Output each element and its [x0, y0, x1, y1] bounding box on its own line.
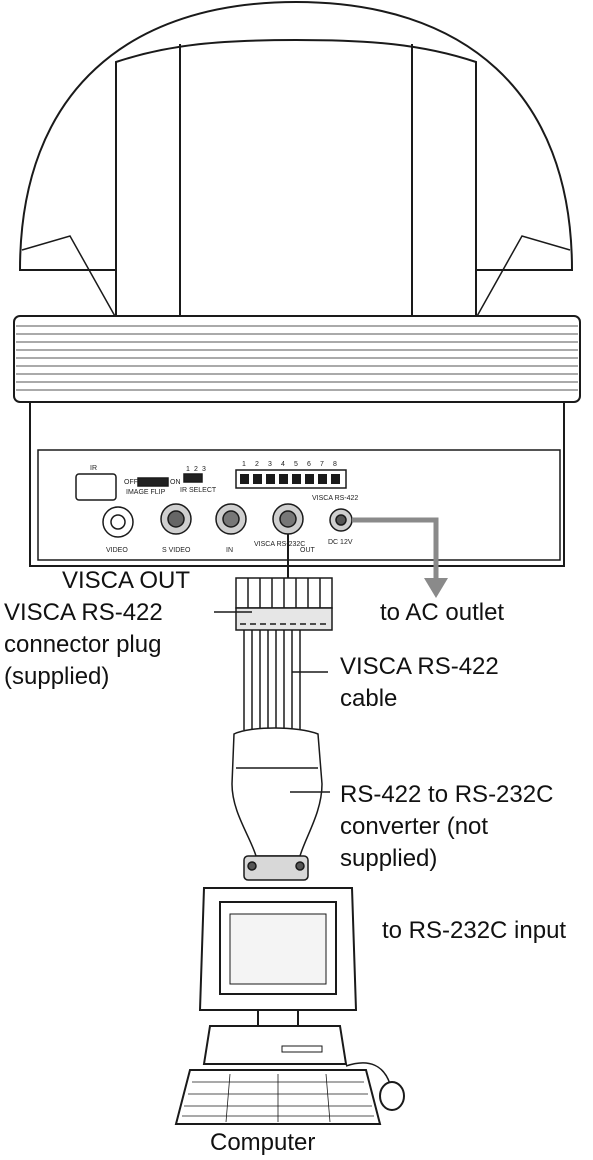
label-cable-2: cable [340, 684, 397, 713]
label-ir-select-2: 2 [194, 466, 198, 473]
dip-number-6: 6 [307, 461, 311, 468]
label-to-ac-outlet: to AC outlet [380, 598, 504, 627]
label-out: OUT [300, 547, 316, 554]
camera-base-ring [14, 316, 580, 402]
label-in: IN [226, 547, 233, 554]
label-to-rs232c-input: to RS-232C input [382, 916, 566, 945]
label-visca-rs422: VISCA RS-422 [312, 495, 358, 502]
ir-receiver-window [76, 474, 116, 500]
label-s-video: S VIDEO [162, 547, 191, 554]
label-ir-select: IR SELECT [180, 487, 217, 494]
label-converter-2: converter (not [340, 812, 488, 841]
image-flip-switch [138, 478, 168, 486]
label-converter-1: RS-422 to RS-232C [340, 780, 553, 809]
dip-number-3: 3 [268, 461, 272, 468]
computer [176, 888, 404, 1124]
label-ir-select-3: 3 [202, 466, 206, 473]
label-connector-plug-3: (supplied) [4, 662, 109, 691]
dip-number-1: 1 [242, 461, 246, 468]
dip-number-4: 4 [281, 461, 285, 468]
dip-number-8: 8 [333, 461, 337, 468]
label-connector-plug-1: VISCA RS-422 [4, 598, 163, 627]
dip-number-7: 7 [320, 461, 324, 468]
visca-cable [244, 630, 300, 730]
mouse [380, 1082, 404, 1110]
ir-select-switch [184, 474, 202, 482]
camera-front-panel [116, 40, 476, 318]
dip-number-2: 2 [255, 461, 259, 468]
label-visca-out: VISCA OUT [62, 566, 190, 595]
dip-number-5: 5 [294, 461, 298, 468]
label-connector-plug-2: connector plug [4, 630, 161, 659]
label-cable-1: VISCA RS-422 [340, 652, 499, 681]
label-converter-3: supplied) [340, 844, 437, 873]
label-off: OFF [124, 479, 138, 486]
dip-switch [236, 470, 346, 488]
label-ir-select-1: 1 [186, 466, 190, 473]
ac-arrow-head [424, 578, 448, 598]
system-unit [204, 1026, 346, 1064]
label-video: VIDEO [106, 547, 128, 554]
converter [232, 728, 322, 880]
label-dc-12v: DC 12V [328, 539, 353, 546]
label-computer: Computer [210, 1128, 315, 1157]
label-image-flip: IMAGE FLIP [126, 489, 166, 496]
label-visca-rs232c: VISCA RS-232C [254, 541, 305, 548]
label-ir: IR [90, 465, 97, 472]
label-on: ON [170, 479, 181, 486]
